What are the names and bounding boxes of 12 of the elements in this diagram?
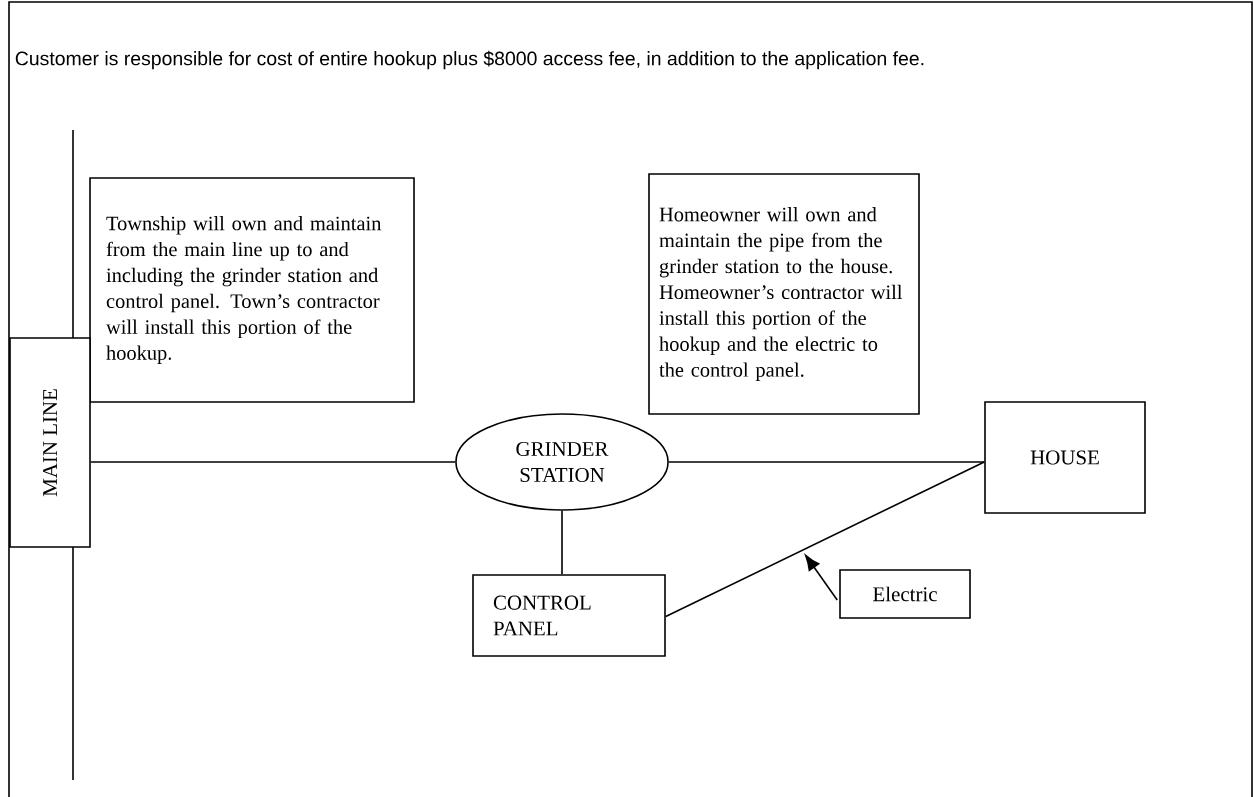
panel-box: CONTROL PANEL bbox=[472, 574, 666, 657]
note-text: Customer is responsible for cost of entire hookup plus $8000 access fee, in addition to the application fee. bbox=[15, 50, 924, 70]
house-box: HOUSE bbox=[984, 401, 1146, 514]
note-box: Homeowner will own and maintain the pipe from the grinder station to the house. Homeowner’s contractor will install this portion of the hookup and the electric to the control panel. bbox=[648, 173, 920, 415]
pipe-line bbox=[668, 461, 985, 463]
note-box: Township will own and maintain from the main line up to and including the grinder station and control panel. Town’s contractor will install this portion of the hookup. bbox=[89, 177, 415, 403]
leader-line bbox=[805, 554, 838, 601]
pipe-label-box: MAIN LINE bbox=[9, 337, 91, 548]
callout-box: Electric bbox=[839, 569, 971, 619]
pipe-line bbox=[561, 510, 563, 575]
electric-line bbox=[665, 461, 985, 618]
pipe-line bbox=[90, 461, 456, 463]
